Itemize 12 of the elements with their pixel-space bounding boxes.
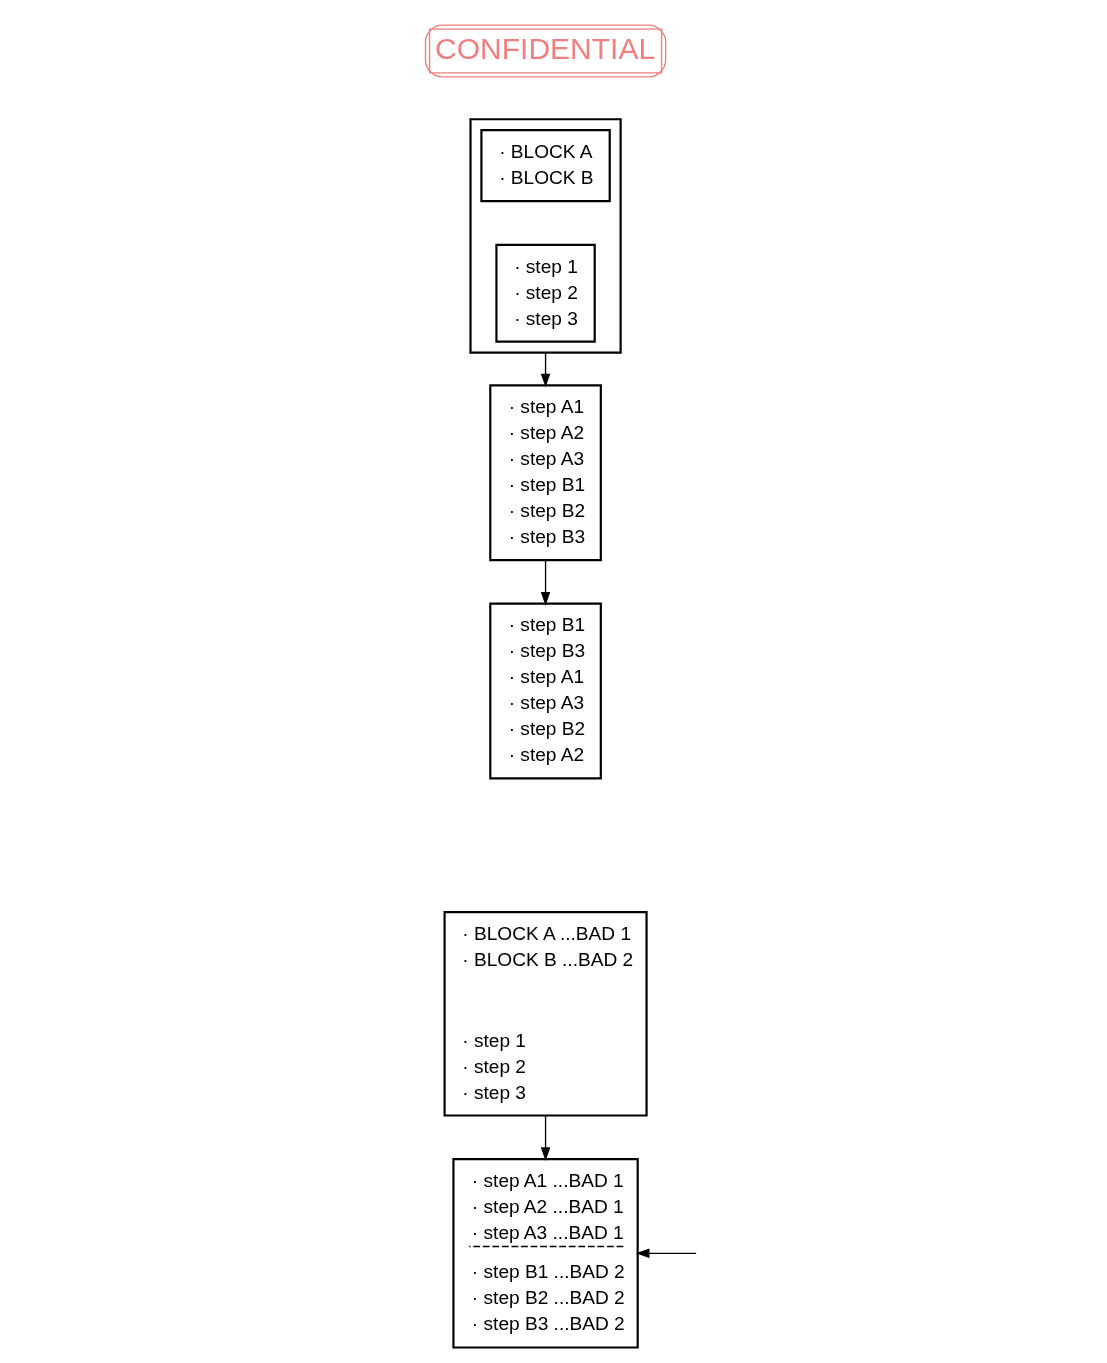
- arrow: [635, 1248, 697, 1259]
- node-box: · step B1 · step B3 · step A1 · step A3 · step B2 · step A2: [488, 602, 602, 780]
- arrow: [540, 351, 550, 388]
- arrow: [540, 1114, 550, 1161]
- node-box: · BLOCK A · BLOCK B: [479, 129, 611, 203]
- cluster: [468, 118, 622, 354]
- node-box: · BLOCK A ...BAD 1 · BLOCK B ...BAD 2 · step 1 · step 2 · step 3: [443, 911, 648, 1117]
- node-box: · step A1 ...BAD 1 · step A2 ...BAD 1 · step A3 ...BAD 1 · step B1 ...BAD 2 · step B2 ...BAD 2 · step B3 ...BAD 2: [451, 1158, 639, 1349]
- arrow: [540, 559, 550, 606]
- node-box: · step A1 · step A2 · step A3 · step B1 · step B2 · step B3: [488, 384, 602, 562]
- label: CONFIDENTIAL: [434, 31, 655, 65]
- node-box: · step 1 · step 2 · step 3: [494, 243, 596, 343]
